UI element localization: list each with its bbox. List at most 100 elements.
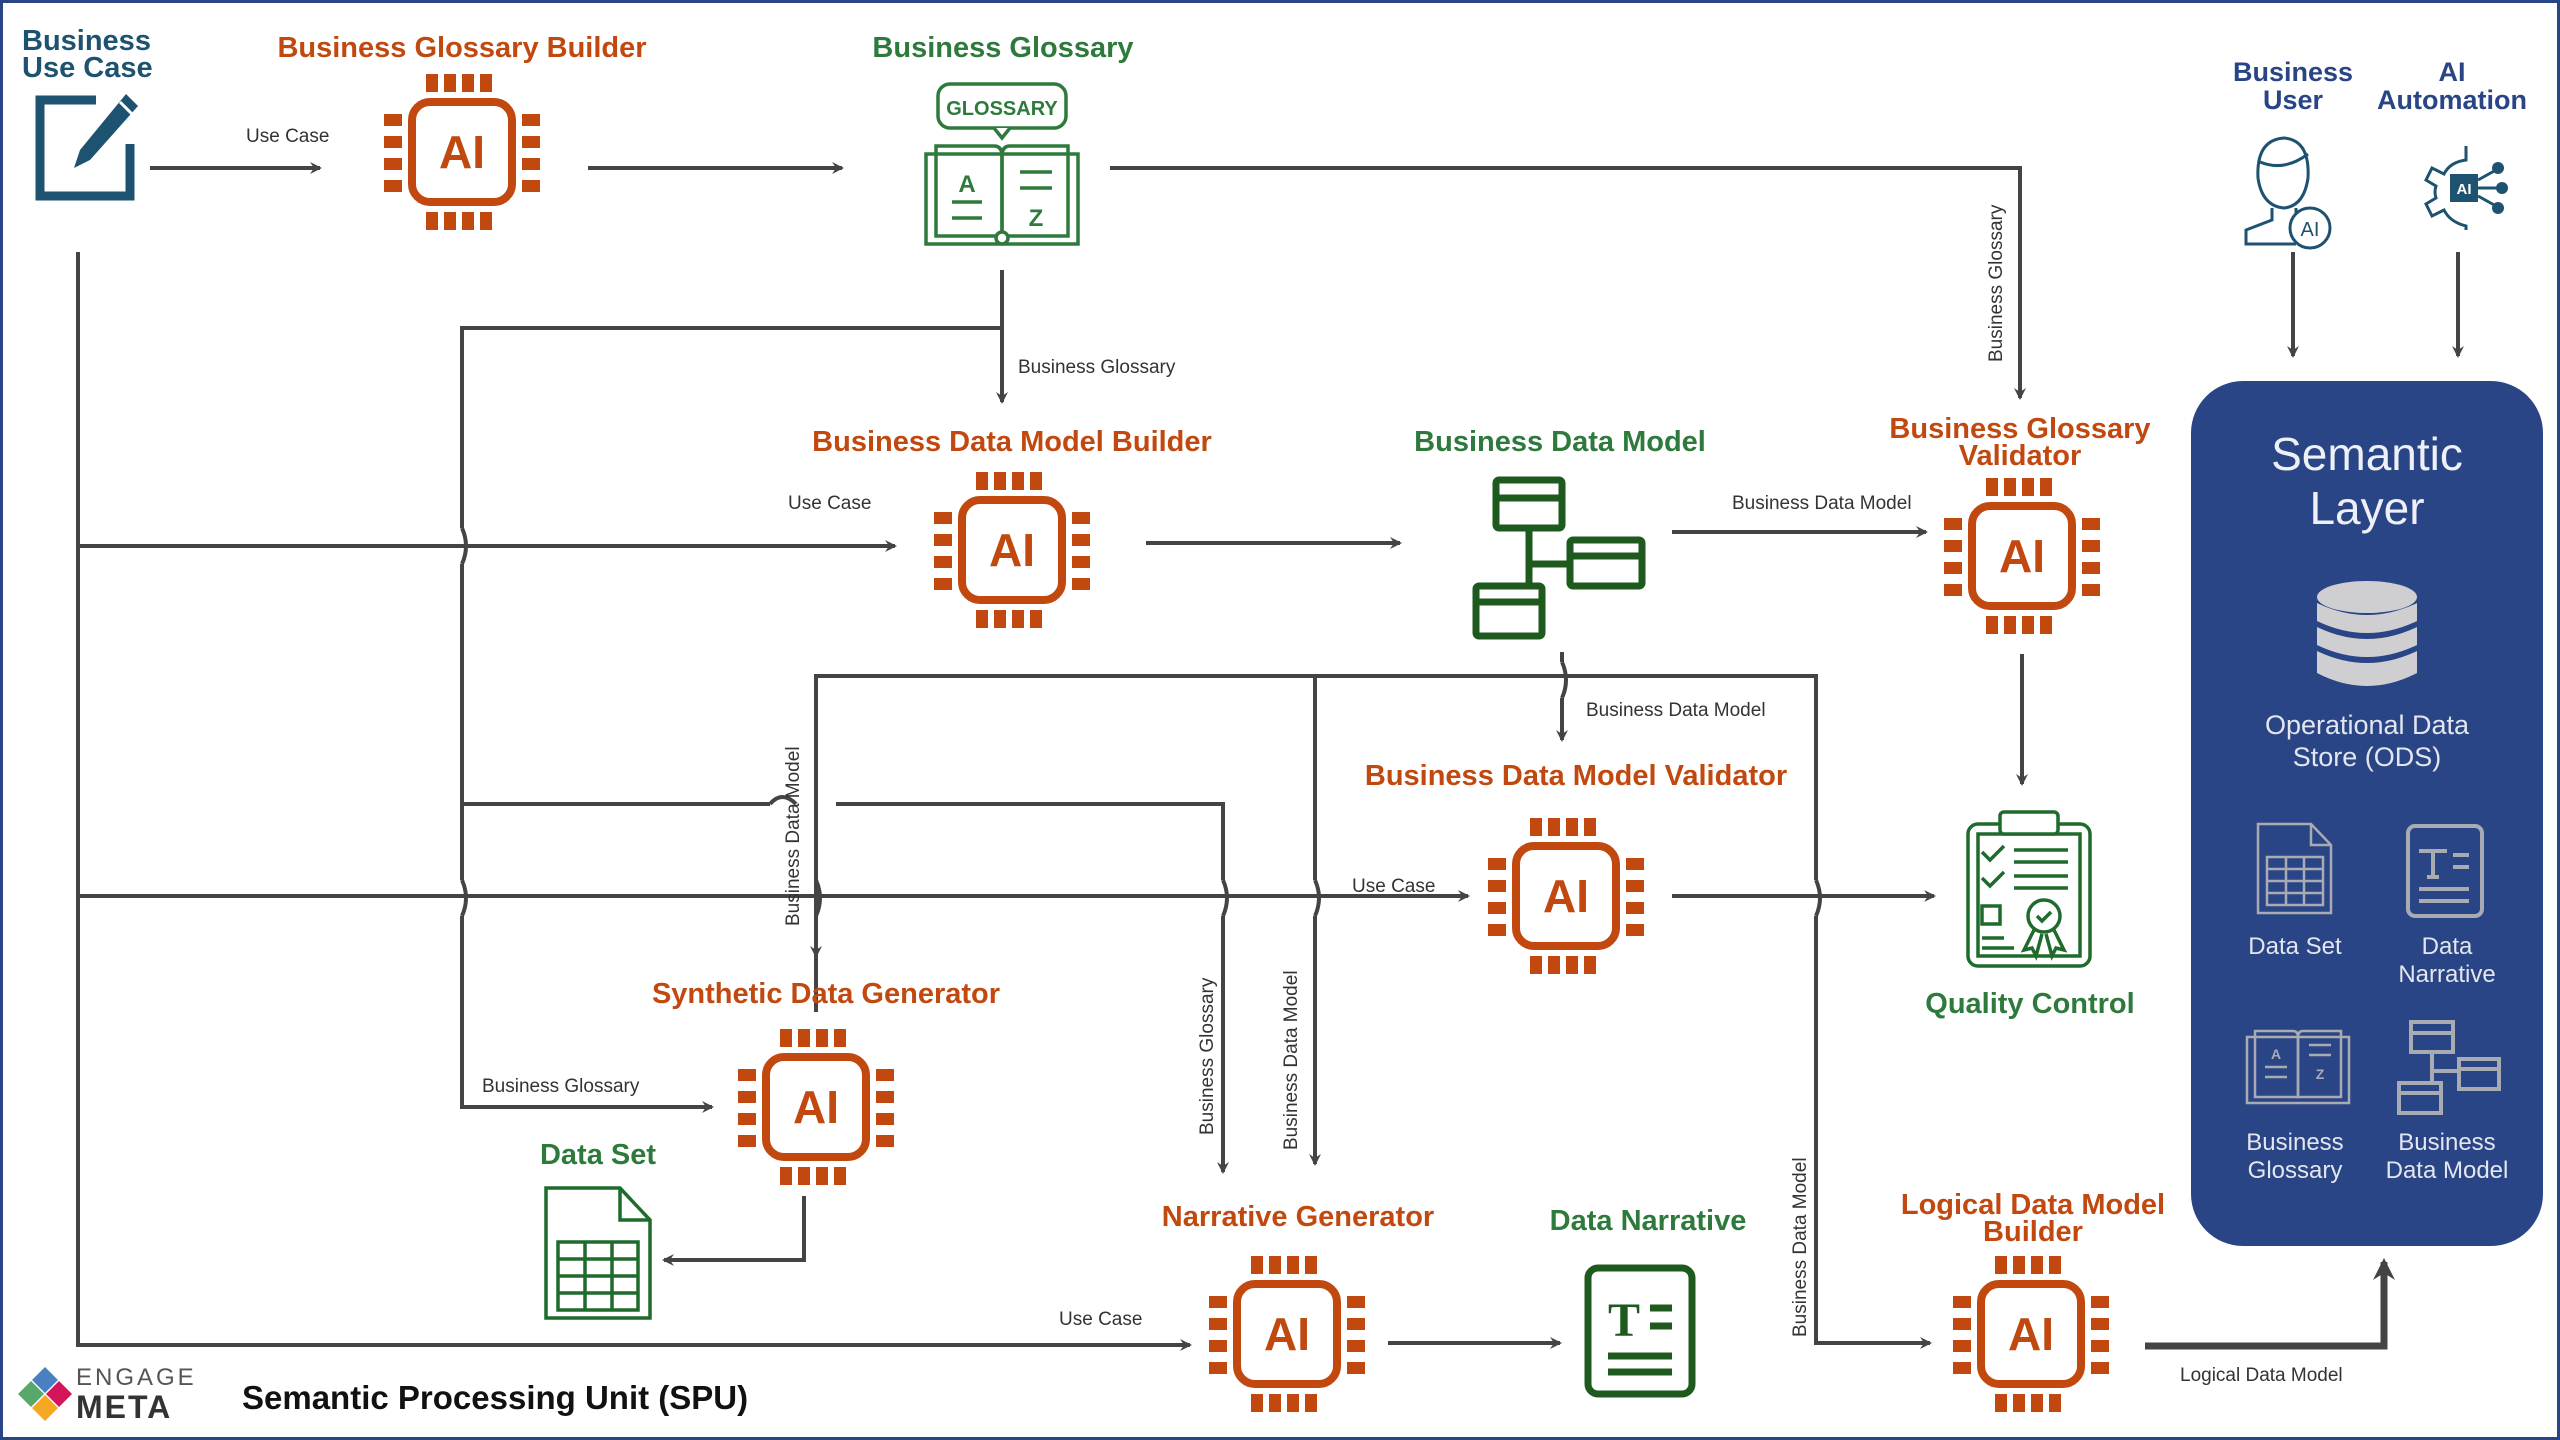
label-line: Store (ODS)	[2292, 742, 2442, 772]
label-line: Business	[22, 25, 151, 57]
ai-chip-text: AI	[439, 126, 485, 178]
spreadsheet-icon[interactable]	[542, 1184, 654, 1322]
ldm-builder-label: Logical Data Model Builder	[1873, 1189, 2193, 1247]
glossary-icon-text: GLOSSARY	[946, 98, 1058, 120]
label-line: Logical Data Model	[1900, 1189, 2166, 1221]
glossary-book-icon[interactable]: A Z	[2245, 1027, 2351, 1107]
ai-chip-text: AI	[1264, 1308, 1310, 1360]
edge-label: Business Data Model	[1586, 700, 1766, 721]
edge-bdm-to-ldm-builder	[1814, 916, 1932, 1349]
ai-chip-icon[interactable]: AI	[380, 70, 544, 234]
engage-meta-logo-icon	[18, 1367, 72, 1421]
glossary-label: Business Glossary	[872, 32, 1134, 64]
narrative-icon-letter: T	[1608, 1294, 1640, 1347]
ai-chip-graphic: AI	[1953, 1256, 2109, 1412]
edge-label: Business Glossary	[482, 1076, 640, 1097]
letter-z: Z	[1029, 205, 1044, 232]
label-line: AI	[2438, 57, 2466, 87]
ai-chip-graphic: AI	[934, 472, 1090, 628]
glossary-validator-label: Business Glossary Validator	[1860, 413, 2180, 472]
ai-chip-graphic: AI	[1944, 478, 2100, 634]
glossary-book-icon[interactable]: GLOSSARY A Z	[924, 80, 1082, 248]
ods-label: Operational Data Store (ODS)	[2191, 709, 2543, 773]
data-model-icon[interactable]	[1472, 476, 1648, 640]
spreadsheet-icon[interactable]	[2255, 821, 2335, 917]
edge-label: Business Data Model	[1790, 1157, 1811, 1337]
semantic-item-business-glossary[interactable]: Business Glossary	[2215, 1129, 2375, 1185]
ai-chip-icon[interactable]: AI	[1205, 1252, 1369, 1416]
gear-ai-icon[interactable]: AI	[2420, 140, 2514, 234]
brand-line1: ENGAGE	[76, 1364, 197, 1391]
data-set-label: Data Set	[539, 1139, 657, 1171]
semantic-item-data-narrative[interactable]: Data Narrative	[2367, 933, 2527, 989]
glossary-builder-label: Business Glossary Builder	[277, 32, 647, 64]
label-line: Business	[2232, 57, 2354, 87]
semantic-layer-title: Semantic Layer	[2191, 427, 2543, 535]
item-line: Data Model	[2385, 1157, 2509, 1184]
logo-diamond	[32, 1367, 58, 1393]
bdm-label: Business Data Model	[1414, 426, 1706, 458]
edge-label: Logical Data Model	[2180, 1365, 2343, 1386]
ai-chip-graphic: AI	[738, 1029, 894, 1185]
logo-diamond	[18, 1381, 44, 1407]
label-line: Business Glossary	[1889, 413, 2151, 445]
bus-jump	[1313, 879, 1321, 917]
ai-chip-icon[interactable]: AI	[1949, 1252, 2113, 1416]
text-document-icon[interactable]: T	[1584, 1264, 1696, 1398]
ai-chip-graphic: AI	[1209, 1256, 1365, 1412]
title-line: Semantic	[2271, 428, 2463, 480]
edge-label: Business Data Model	[1732, 493, 1912, 514]
edge-label: Business Glossary	[1018, 357, 1176, 378]
bdm-builder-label: Business Data Model Builder	[812, 426, 1212, 458]
ai-chip-graphic: AI	[1488, 818, 1644, 974]
use-case-label: Business Use Case	[22, 25, 153, 84]
ai-chip-text: AI	[1999, 530, 2045, 582]
edge-label: Use Case	[1352, 876, 1436, 897]
edge-label: Business Data Model	[1281, 970, 1302, 1150]
gear-ai-badge: AI	[2457, 181, 2472, 198]
data-model-icon[interactable]	[2397, 1019, 2501, 1117]
ai-automation-label: AI Automation	[2352, 58, 2552, 114]
label-line: Validator	[1958, 440, 2082, 472]
diagram-title: Semantic Processing Unit (SPU)	[242, 1379, 749, 1416]
edge-label: Business Glossary	[1986, 204, 2007, 362]
edge-synthetic-to-dataset	[662, 1196, 806, 1266]
text-document-icon[interactable]	[2405, 823, 2485, 919]
narrative-generator-label: Narrative Generator	[1161, 1201, 1435, 1233]
item-line: Glossary	[2247, 1157, 2343, 1184]
data-narrative-label: Data Narrative	[1549, 1205, 1747, 1237]
ai-chip-icon[interactable]: AI	[930, 468, 1094, 632]
logo-diamond	[32, 1395, 58, 1421]
edge-label: Business Data Model	[783, 746, 804, 926]
logo-diamond	[46, 1381, 72, 1407]
semantic-item-business-data-model[interactable]: Business Data Model	[2367, 1129, 2527, 1185]
bus-jump	[1560, 661, 1568, 699]
label-line: Operational Data	[2264, 710, 2470, 740]
bdm-validator-label: Business Data Model Validator	[1364, 760, 1788, 792]
bus-jump	[768, 795, 798, 806]
item-line: Narrative	[2398, 961, 2496, 988]
ai-chip-graphic: AI	[384, 74, 540, 230]
business-user-label: Business User	[2193, 58, 2393, 114]
item-line: Data	[2421, 933, 2473, 960]
ai-chip-text: AI	[1543, 870, 1589, 922]
ai-chip-icon[interactable]: AI	[734, 1025, 898, 1189]
label-line: Use Case	[22, 52, 153, 84]
brand-line2: META	[76, 1389, 173, 1425]
ai-chip-icon[interactable]: AI	[1484, 814, 1648, 978]
semantic-layer-panel[interactable]: Semantic Layer Operational Data Store (O…	[2191, 381, 2543, 1246]
edge-glossary-bus	[460, 326, 1002, 528]
semantic-item-data-set[interactable]: Data Set	[2215, 933, 2375, 961]
clipboard-certificate-icon[interactable]	[1964, 808, 2094, 970]
ai-chip-text: AI	[989, 524, 1035, 576]
synthetic-generator-label: Synthetic Data Generator	[651, 978, 1001, 1010]
item-line: Business	[2398, 1129, 2496, 1156]
ai-chip-icon[interactable]: AI	[1940, 474, 2104, 638]
edge-label: Use Case	[246, 126, 330, 147]
edge-glossary-to-narrative	[836, 802, 1225, 880]
edge-glossary-to-validator	[1110, 166, 2026, 400]
label-line: Automation	[2377, 85, 2527, 115]
user-ai-icon[interactable]: AI	[2236, 132, 2334, 252]
edge-usecase-trunk	[76, 252, 1192, 1351]
